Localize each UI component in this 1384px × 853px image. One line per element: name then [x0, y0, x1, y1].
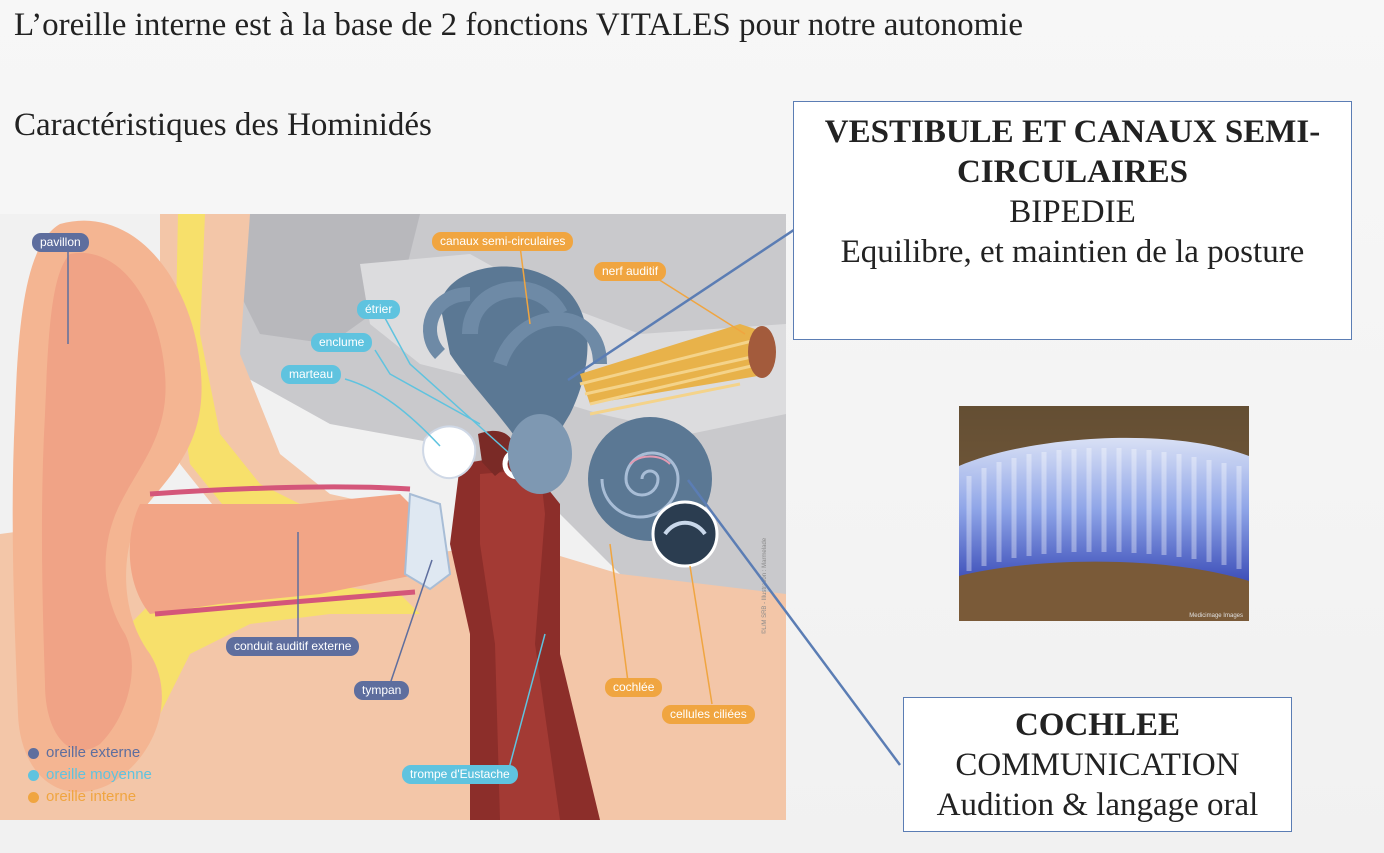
diagram-legend: oreille externe oreille moyenne oreille … [28, 742, 152, 808]
malleus [422, 425, 477, 480]
label-canaux: canaux semi-circulaires [432, 232, 574, 251]
pointer-trompe [507, 633, 546, 773]
label-pavillon: pavillon [32, 233, 89, 252]
label-enclume: enclume [311, 333, 373, 352]
label-etrier: étrier [357, 300, 401, 319]
pointer-canaux [519, 245, 531, 325]
label-marteau: marteau [281, 365, 342, 384]
vestibule-line1: BIPEDIE [1009, 194, 1136, 230]
pointer-enclume [374, 349, 481, 425]
vestibule-heading: VESTIBULE ET CANAUX SEMI-CIRCULAIRES [824, 114, 1321, 190]
vestibule-line2: Equilibre, et maintien de la posture [840, 234, 1305, 270]
slide-title: L’oreille interne est à la base de 2 fon… [14, 7, 1024, 43]
legend-dot [28, 769, 39, 781]
legend-dot [28, 747, 39, 759]
pointer-tympan [389, 559, 433, 685]
legend-item-interne: oreille interne [28, 786, 152, 808]
canal-3 [423, 287, 471, 359]
oval-window [508, 414, 572, 494]
cochlee-heading: COCHLEE [1014, 707, 1181, 743]
diagram-credit: ©L/M SRB - Illustration : Marmelade [762, 537, 768, 634]
label-trompe: trompe d'Eustache [402, 765, 518, 784]
hair-cells-micrograph [959, 406, 1249, 621]
pointer-cochlee [609, 543, 629, 683]
label-cochlee: cochlée [605, 678, 663, 697]
pinna-inner [41, 252, 166, 751]
canal-1 [462, 281, 568, 335]
legend-item-externe: oreille externe [28, 742, 152, 764]
hair-cells-photo: Medicimage Images [959, 406, 1249, 621]
hair-cells-zoom [651, 500, 719, 568]
slide-subtitle: Caractéristiques des Hominidés [14, 107, 432, 143]
legend-item-moyenne: oreille moyenne [28, 764, 152, 786]
pointer-etrier [384, 317, 509, 453]
cochlee-line1: COMMUNICATION [955, 747, 1240, 783]
photo-credit: Medicimage Images [1189, 613, 1243, 619]
cartilage [175, 214, 420, 544]
label-nerf: nerf auditif [594, 262, 667, 281]
ear-canal [129, 494, 420, 614]
cochlee-line2: Audition & langage oral [936, 787, 1259, 823]
cochlee-callout: COCHLEE COMMUNICATION Audition & langage… [903, 697, 1292, 832]
tympan-shape [403, 492, 452, 591]
ear-anatomy-diagram: pavillon canaux semi-circulaires nerf au… [0, 214, 786, 820]
pointer-marteau [344, 378, 441, 447]
label-cellules: cellules ciliées [662, 705, 755, 724]
cartilage-lower [120, 584, 420, 714]
label-tympan: tympan [354, 681, 410, 700]
legend-dot [28, 791, 39, 803]
label-conduit: conduit auditif externe [226, 637, 360, 656]
vestibule-callout: VESTIBULE ET CANAUX SEMI-CIRCULAIRES BIP… [793, 101, 1352, 340]
